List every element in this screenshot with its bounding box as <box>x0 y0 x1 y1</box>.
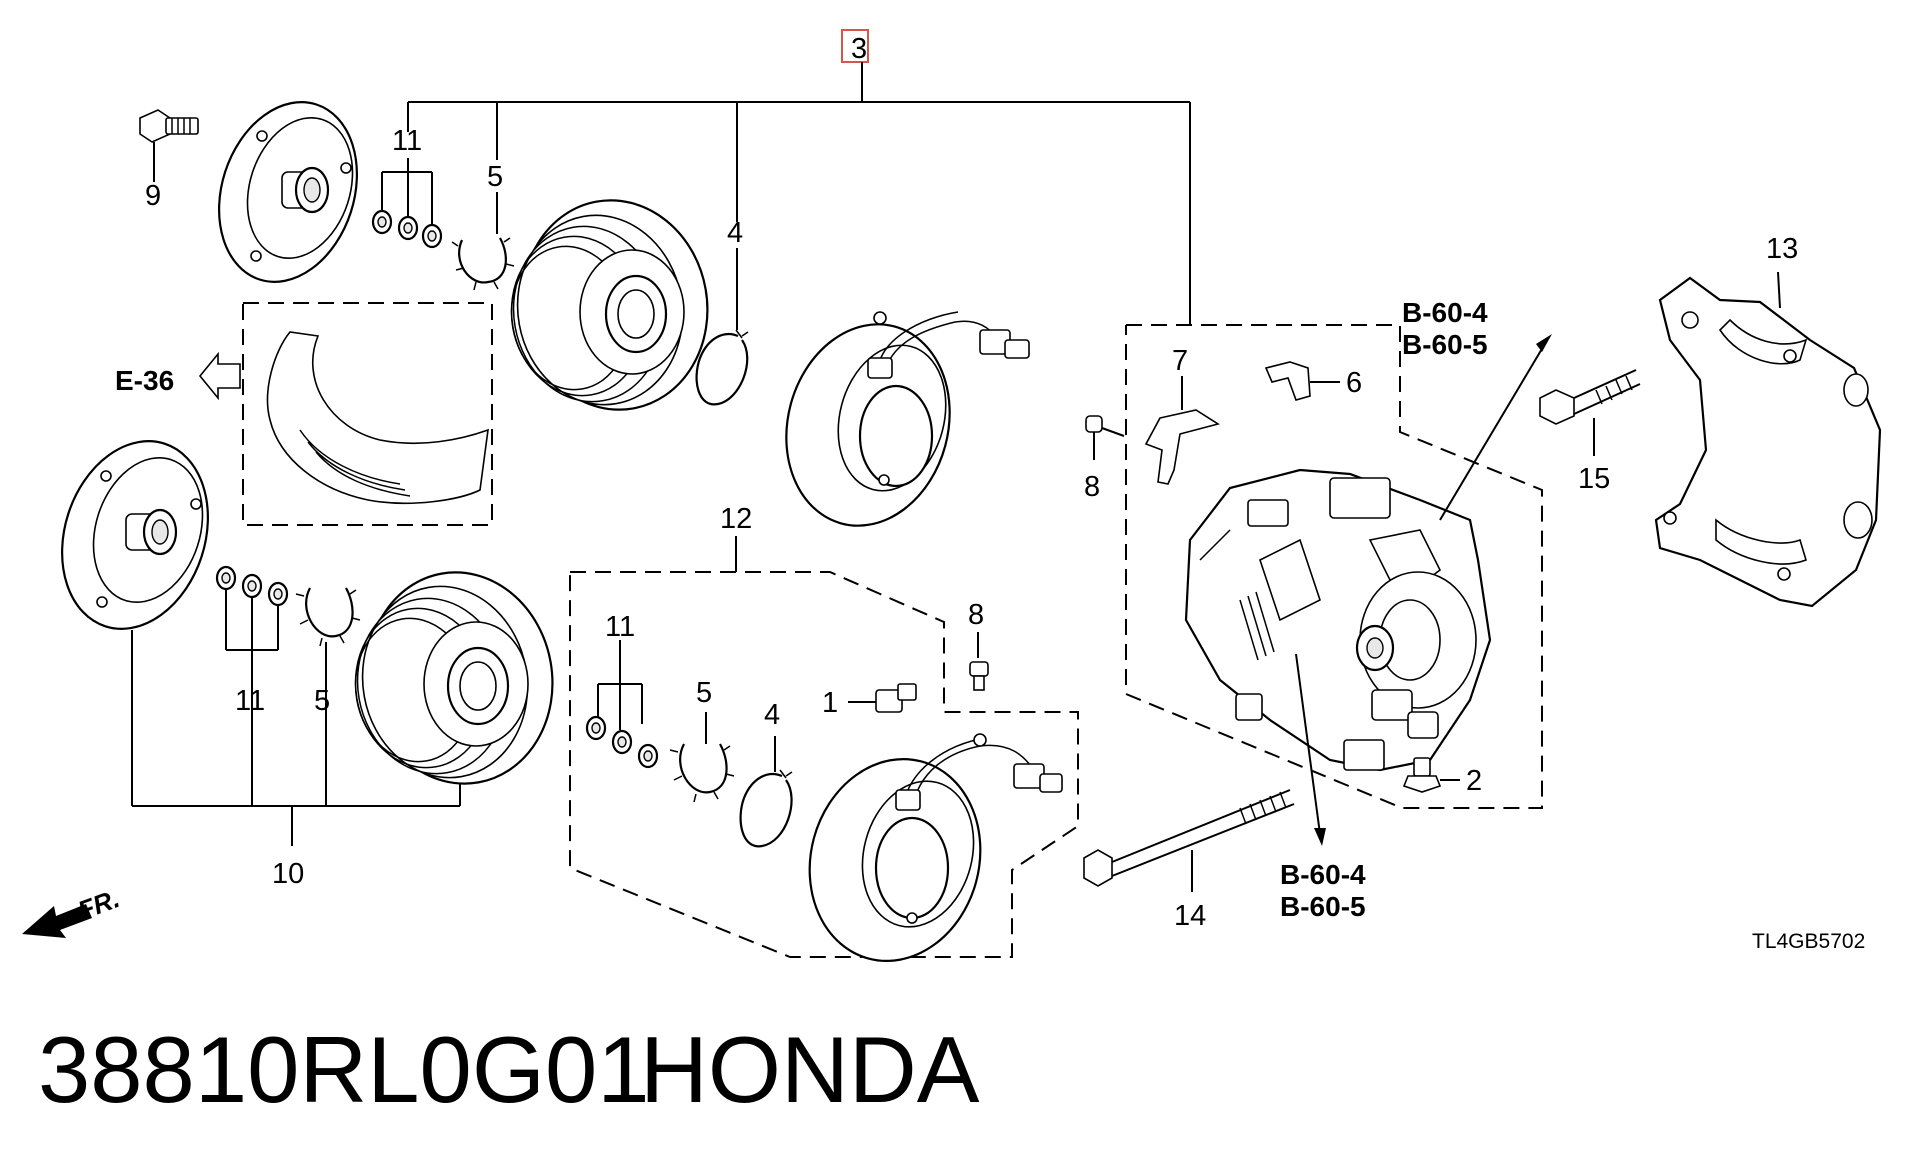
callout-5-mid: 5 <box>696 677 712 709</box>
shims-11-left <box>215 565 289 651</box>
front-label: FR. <box>74 883 124 926</box>
callout-6: 6 <box>1346 367 1362 399</box>
screw-8-right <box>1085 415 1125 460</box>
callout-1: 1 <box>822 687 838 719</box>
belt-callout-box <box>198 302 493 526</box>
ref-b60-4-bottom: B-60-4 <box>1280 859 1366 890</box>
callout-8-mid: 8 <box>968 599 984 631</box>
diagram-code: TL4GB5702 <box>1752 930 1865 953</box>
highlight-box <box>841 29 869 63</box>
callout-14: 14 <box>1174 900 1206 932</box>
snap-ring-4-top <box>695 248 749 406</box>
compressor-body <box>1184 468 1492 772</box>
ref-e36: E-36 <box>115 365 174 396</box>
callout-13: 13 <box>1766 233 1798 265</box>
callout-12: 12 <box>720 503 752 535</box>
snap-ring-4-mid <box>739 736 793 848</box>
callout-7: 7 <box>1172 345 1188 377</box>
kit-bracket-10 <box>131 630 461 846</box>
callout-5-top: 5 <box>487 161 503 193</box>
callout-4-top: 4 <box>727 217 743 249</box>
clutch-plate-upper <box>217 101 359 283</box>
part-number: 38810RL0G01 <box>38 1017 650 1122</box>
callout-11-mid: 11 <box>605 611 635 643</box>
callout-4-mid: 4 <box>764 699 780 731</box>
ref-b60-5-top: B-60-5 <box>1402 329 1488 360</box>
field-coil-lower <box>808 733 1063 962</box>
connector-1 <box>848 683 917 713</box>
callout-11-top: 11 <box>392 125 422 157</box>
clip-6 <box>1264 361 1340 401</box>
screw-8-mid <box>969 632 989 691</box>
bolt-2 <box>1402 757 1460 793</box>
ref-b60-4-top: B-60-4 <box>1402 297 1488 328</box>
bolt-15 <box>1539 369 1641 456</box>
callout-2: 2 <box>1466 765 1482 797</box>
callout-5-left: 5 <box>314 685 330 717</box>
shims-11-mid <box>585 640 659 769</box>
bracket-7 <box>1144 376 1220 485</box>
field-coil-upper <box>785 311 1030 527</box>
callout-9: 9 <box>145 180 161 212</box>
bolt-9 <box>139 109 199 182</box>
callout-10: 10 <box>272 858 304 890</box>
snap-ring-5-mid <box>669 712 735 803</box>
kit-bracket-3 <box>407 29 1191 325</box>
shims-11-top <box>371 158 443 249</box>
callout-11-left: 11 <box>235 685 265 717</box>
mounting-bracket-13 <box>1654 271 1882 608</box>
callout-3: 3 <box>851 33 867 65</box>
pulley-lower <box>354 571 554 785</box>
clutch-plate-lower <box>61 440 209 630</box>
pulley-upper <box>510 199 709 411</box>
bolt-14 <box>1083 789 1295 892</box>
ref-arrows <box>1295 334 1552 846</box>
brand-name: HONDA <box>640 1017 980 1122</box>
callout-8-right: 8 <box>1084 471 1100 503</box>
callout-15: 15 <box>1578 463 1610 495</box>
kit-box-12 <box>569 536 1079 958</box>
ref-b60-5-bottom: B-60-5 <box>1280 891 1366 922</box>
front-arrow-icon <box>22 904 92 938</box>
snap-ring-5-top <box>451 192 515 291</box>
snap-ring-5-left <box>295 587 361 680</box>
